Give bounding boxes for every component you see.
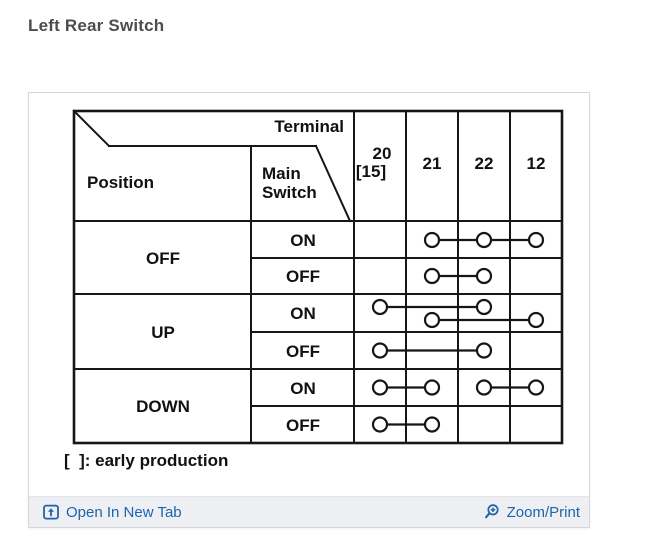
- terminal-12-label: 12: [527, 154, 546, 173]
- header-diagonal-right: [314, 144, 352, 223]
- page-title: Left Rear Switch: [28, 16, 165, 35]
- terminal-contact-circle: [371, 298, 389, 316]
- terminal-20-label: 20: [373, 144, 392, 163]
- open-in-new-tab-button[interactable]: Open In New Tab: [42, 503, 182, 521]
- terminal-header-label: Terminal: [274, 117, 344, 136]
- open-in-new-tab-label: Open In New Tab: [66, 503, 182, 521]
- terminal-20-sublabel: [15]: [356, 162, 386, 181]
- position-header-label: Position: [87, 173, 154, 192]
- terminal-contact-circle: [475, 342, 493, 359]
- terminal-contact-circle: [371, 416, 389, 433]
- main-switch-header-label-line2: Switch: [262, 183, 317, 202]
- terminal-contact-circle: [475, 231, 493, 249]
- early-production-footnote: [ ]: early production: [64, 451, 228, 470]
- terminal-contact-circle: [475, 298, 493, 316]
- terminal-21-label: 21: [423, 154, 442, 173]
- position-up-label: UP: [151, 323, 175, 342]
- terminal-contact-circle: [423, 231, 441, 249]
- position-down-label: DOWN: [136, 397, 190, 416]
- zoom-in-icon: [484, 503, 499, 518]
- terminal-contact-circle: [423, 311, 441, 329]
- switch-state-label: ON: [290, 231, 316, 250]
- zoom-print-button[interactable]: Zoom/Print: [482, 503, 580, 522]
- table-grid: [72, 109, 564, 445]
- terminal-contact-circle: [423, 416, 441, 433]
- switch-state-label: OFF: [286, 342, 320, 361]
- terminal-contact-circle: [475, 267, 493, 285]
- header-diagonal-left: [72, 109, 111, 148]
- open-in-new-tab-icon: [43, 504, 59, 520]
- position-off-label: OFF: [146, 249, 180, 268]
- terminal-contact-circle: [527, 231, 545, 249]
- switch-wiring-table: Terminal Position Main Switch 20 [15] 21…: [64, 109, 564, 470]
- zoom-print-label: Zoom/Print: [506, 503, 580, 521]
- switch-state-label: ON: [290, 304, 316, 323]
- diagram-card: Terminal Position Main Switch 20 [15] 21…: [28, 92, 590, 528]
- terminal-contact-circle: [371, 379, 389, 396]
- main-switch-header-label-line1: Main: [262, 164, 301, 183]
- terminal-contact-circle: [527, 379, 545, 396]
- terminal-contact-circle: [475, 379, 493, 396]
- switch-state-label: OFF: [286, 416, 320, 435]
- terminal-connections: [371, 231, 545, 433]
- viewer-footer: Open In New Tab Zoom/Print: [29, 496, 589, 527]
- terminal-contact-circle: [423, 267, 441, 285]
- terminal-contact-circle: [371, 342, 389, 359]
- terminal-contact-circle: [423, 379, 441, 396]
- switch-state-label: OFF: [286, 267, 320, 286]
- terminal-22-label: 22: [475, 154, 494, 173]
- switch-state-label: ON: [290, 379, 316, 398]
- terminal-contact-circle: [527, 311, 545, 329]
